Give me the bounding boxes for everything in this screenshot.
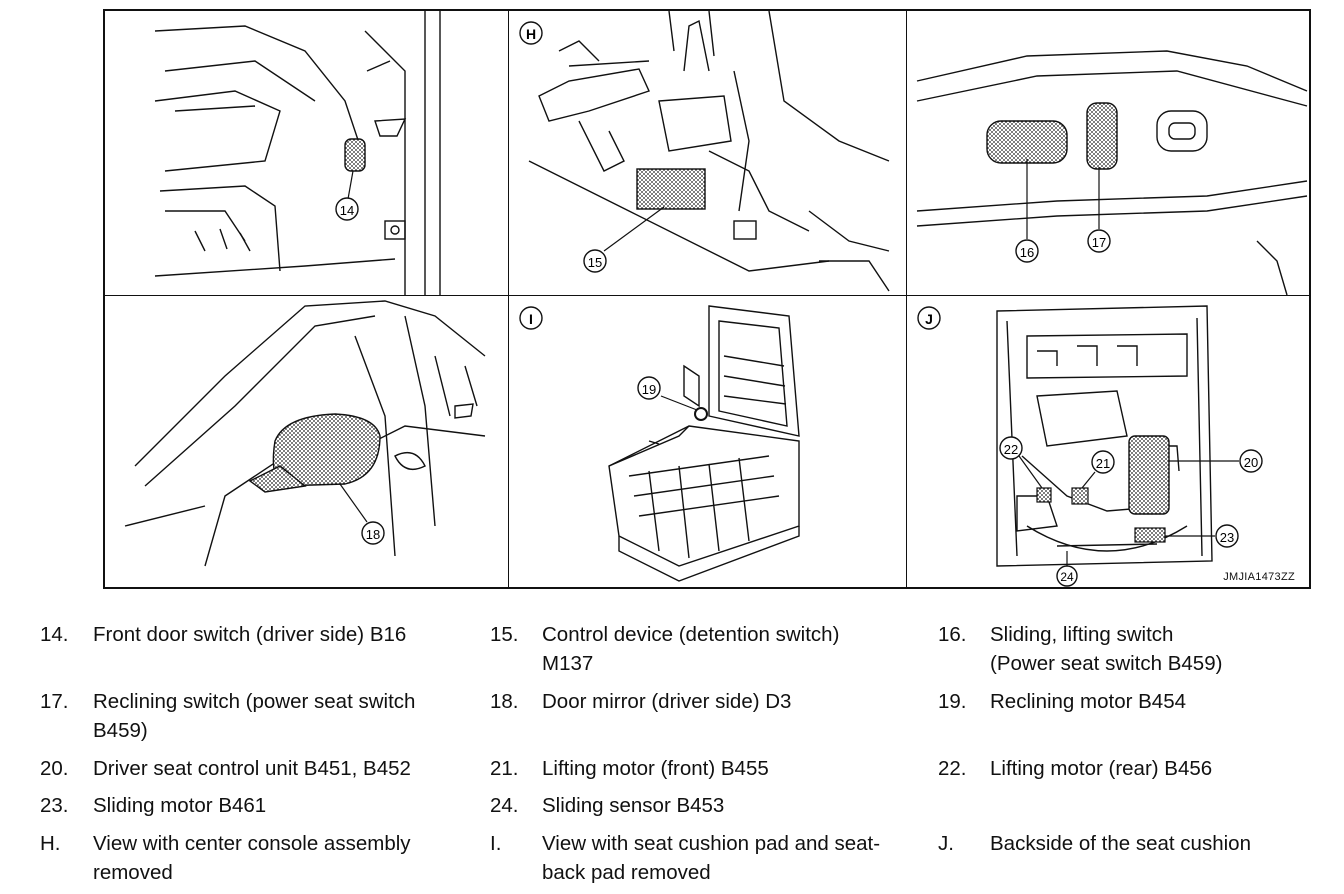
control-device-part — [636, 168, 706, 210]
panel-h-center-console: H 15 — [509, 11, 906, 295]
legend-text: Lifting motor (front) B455 — [542, 757, 769, 780]
callout-14: 14 — [335, 197, 359, 221]
legend-number: 20. — [40, 757, 69, 780]
callout-16: 16 — [1015, 239, 1039, 263]
svg-text:19: 19 — [642, 382, 656, 397]
panel-door-mirror: 18 — [105, 296, 508, 587]
legend-text: View with center console assembly remove… — [93, 832, 411, 884]
legend-number: 15. — [490, 623, 519, 646]
seat-switch-illustration: 16 17 — [916, 50, 1308, 295]
legend-number: 22. — [938, 757, 967, 780]
svg-text:J: J — [925, 311, 933, 327]
legend-number: 21. — [490, 757, 519, 780]
legend-text: Reclining motor B454 — [990, 690, 1186, 713]
svg-text:H: H — [526, 26, 536, 42]
legend-text: Sliding, lifting switch (Power seat swit… — [990, 623, 1223, 675]
component-location-figure: 14 — [103, 9, 1311, 589]
panel-front-door-switch: 14 — [105, 11, 508, 295]
reclining-switch-part — [1086, 102, 1118, 170]
callout-18: 18 — [361, 521, 385, 545]
legend-text: Lifting motor (rear) B456 — [990, 757, 1213, 780]
svg-text:15: 15 — [588, 255, 602, 270]
legend-number: 17. — [40, 690, 69, 713]
legend-text: Sliding sensor B453 — [542, 794, 725, 817]
callout-24: 24 — [1056, 565, 1078, 587]
lifting-motor-rear-part — [1036, 487, 1052, 503]
legend-number: 16. — [938, 623, 967, 646]
center-console-illustration: H 15 — [519, 11, 890, 292]
driver-seat-control-unit-part — [1128, 435, 1170, 515]
legend-number: 24. — [490, 794, 519, 817]
sliding-motor-part — [1134, 527, 1166, 543]
legend-text: Front door switch (driver side) B16 — [93, 623, 407, 646]
callout-20: 20 — [1239, 449, 1263, 473]
callout-19: 19 — [637, 376, 661, 400]
figure-code: JMJIA1473ZZ — [1223, 571, 1295, 583]
legend-text: Backside of the seat cushion — [990, 832, 1251, 855]
door-mirror-illustration: 18 — [124, 300, 486, 567]
legend-number: J. — [938, 832, 954, 855]
panel-j-seat-cushion-backside: J 20 21 22 23 24 — [907, 296, 1309, 587]
svg-text:16: 16 — [1020, 245, 1034, 260]
panel-i-label: I — [519, 306, 543, 330]
door-switch-part — [344, 138, 366, 172]
seat-cushion-backside-illustration: J 20 21 22 23 24 — [917, 305, 1263, 587]
panel-divider — [508, 11, 509, 587]
panel-divider — [906, 11, 907, 587]
svg-text:18: 18 — [366, 527, 380, 542]
seat-frame-illustration: I 19 — [519, 305, 800, 582]
svg-text:24: 24 — [1060, 570, 1074, 584]
callout-21: 21 — [1091, 450, 1115, 474]
legend-text: Reclining switch (power seat switch B459… — [93, 690, 416, 742]
callout-15: 15 — [583, 249, 607, 273]
callout-17: 17 — [1087, 229, 1111, 253]
door-switch-illustration: 14 — [154, 11, 441, 295]
legend-number: 14. — [40, 623, 69, 646]
legend-text: Sliding motor B461 — [93, 794, 267, 817]
svg-text:20: 20 — [1244, 455, 1258, 470]
legend-text: View with seat cushion pad and seat- bac… — [542, 832, 881, 884]
legend-text: Driver seat control unit B451, B452 — [93, 757, 411, 780]
legend-number: 19. — [938, 690, 967, 713]
svg-text:17: 17 — [1092, 235, 1106, 250]
panel-seat-switches: 16 17 — [907, 11, 1309, 295]
svg-text:23: 23 — [1220, 530, 1234, 545]
panel-j-label: J — [917, 306, 941, 330]
svg-text:22: 22 — [1004, 442, 1018, 457]
legend-text: Control device (detention switch) M137 — [542, 623, 840, 675]
legend-number: 23. — [40, 794, 69, 817]
callout-22: 22 — [999, 436, 1023, 460]
legend-number: I. — [490, 832, 502, 855]
svg-text:I: I — [529, 311, 533, 327]
callout-23: 23 — [1215, 524, 1239, 548]
lifting-motor-front-part — [1071, 487, 1089, 505]
panel-h-label: H — [519, 21, 543, 45]
svg-text:21: 21 — [1096, 456, 1110, 471]
legend-number: 18. — [490, 690, 519, 713]
panel-divider — [105, 295, 1309, 296]
svg-text:14: 14 — [340, 203, 354, 218]
panel-i-seat-frame: I 19 — [509, 296, 906, 587]
legend-text: Door mirror (driver side) D3 — [542, 690, 792, 713]
legend-number: H. — [40, 832, 61, 855]
